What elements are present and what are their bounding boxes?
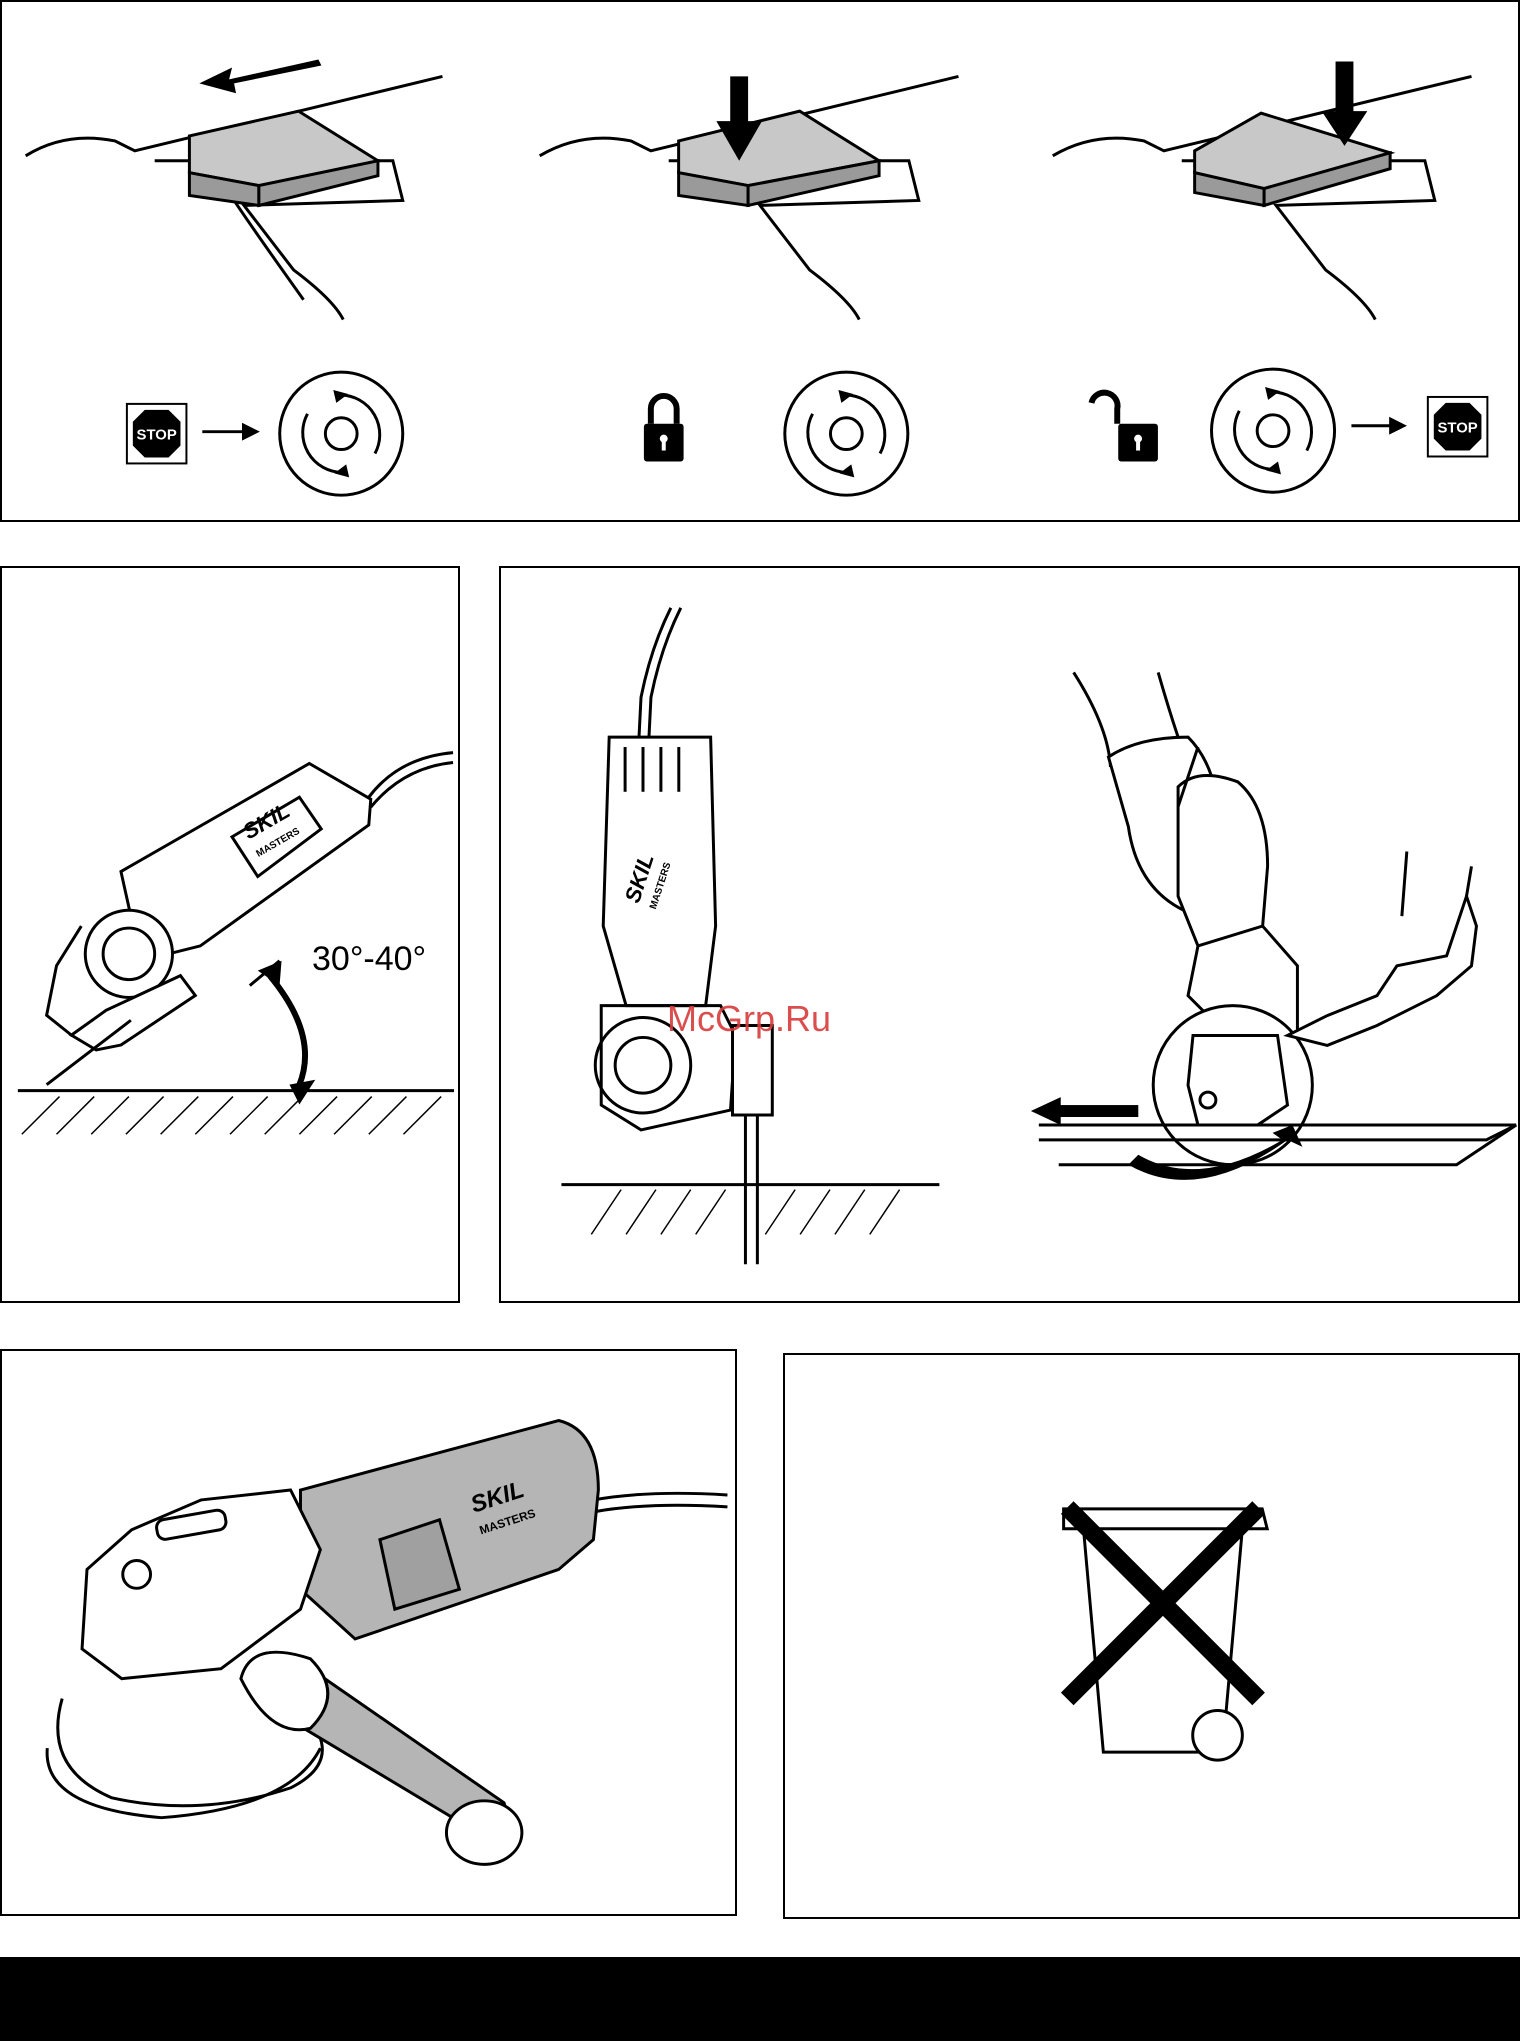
angle-grinder-drawing: SKIL MASTERS — [2, 1351, 735, 1914]
tool-overview-panel: SKIL MASTERS — [0, 1349, 737, 1916]
angle-label: 30°-40° — [312, 940, 426, 979]
switch-press-figure — [540, 76, 959, 319]
rotation-circle-icon — [1212, 369, 1335, 492]
arrow-left-icon — [1031, 1097, 1138, 1125]
stop-label: STOP — [137, 428, 177, 444]
crossed-bin-icon — [785, 1355, 1518, 1917]
switch-diagrams: STOP — [2, 2, 1518, 520]
lock-closed-icon — [644, 396, 684, 461]
cutting-operation-panel: SKIL MASTERS McGrp.Ru — [499, 566, 1520, 1303]
disposal-panel — [783, 1353, 1520, 1919]
arrow-right-icon — [1351, 417, 1407, 435]
footer-bar — [0, 1957, 1520, 2041]
stop-label: STOP — [1437, 421, 1477, 437]
arrow-left-icon — [199, 60, 321, 94]
cutting-drawings: SKIL MASTERS — [501, 568, 1518, 1301]
ground-hatching — [22, 1097, 441, 1135]
lock-open-icon — [1091, 393, 1157, 462]
rotation-circle-icon — [280, 372, 403, 495]
switch-release-figure — [1053, 76, 1472, 319]
grinder-vertical-figure — [561, 608, 939, 1264]
arrow-right-icon — [202, 423, 260, 441]
working-angle-panel: SKIL MASTERS 30°-40° — [0, 566, 460, 1303]
switch-operation-panel: STOP — [0, 0, 1520, 522]
hands-cutting-figure — [1039, 672, 1516, 1164]
switch-slide-figure — [26, 76, 443, 319]
stop-sign-icon: STOP — [127, 404, 187, 464]
rotation-circle-icon — [785, 372, 908, 495]
watermark: McGrp.Ru — [667, 998, 831, 1040]
angle-grinder-angle-drawing: SKIL MASTERS — [2, 568, 458, 1301]
stop-sign-icon: STOP — [1428, 397, 1488, 457]
